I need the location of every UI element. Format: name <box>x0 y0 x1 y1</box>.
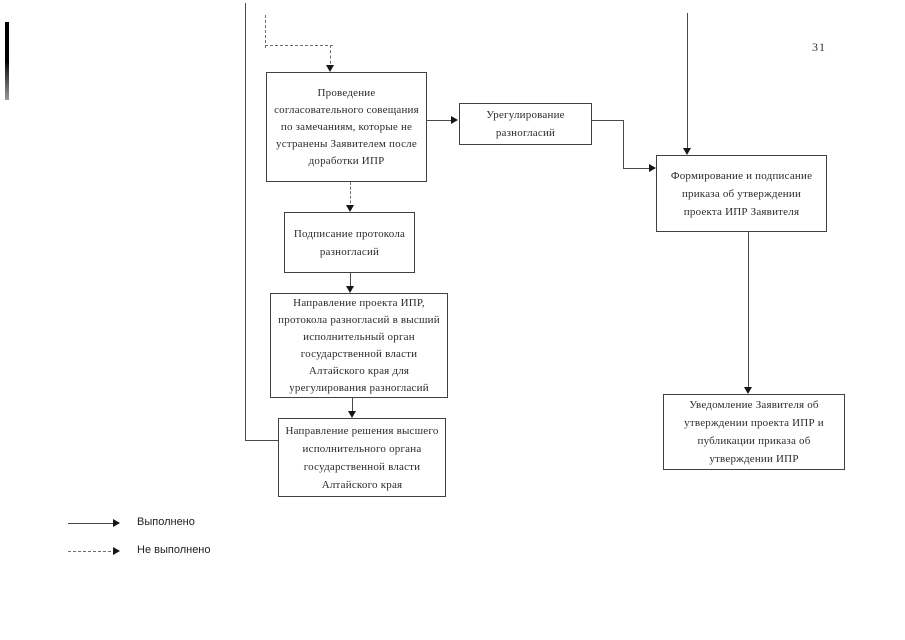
scan-artifact-mark <box>5 22 9 100</box>
connector-uregulirovanie-out-horizontal <box>592 120 623 121</box>
legend-label-done: Выполнено <box>137 516 195 528</box>
connector-into-formirovanie-horizontal <box>623 168 650 169</box>
flow-box-uvedomlenie-zayavitelya: Уведомление Заявителя об утверждении про… <box>663 394 845 470</box>
connector-dashed-into-box1 <box>330 45 331 69</box>
arrowhead-into-formirovanie-left <box>649 164 656 172</box>
legend-dashed-line-sample <box>68 551 116 552</box>
flow-box-provedenie-soveshchaniya: Проведение согласовательного совещания п… <box>266 72 427 182</box>
connector-left-return-horizontal <box>245 440 278 441</box>
connector-top-into-formirovanie <box>687 13 688 148</box>
arrowhead-into-napravlenie-resheniya <box>348 411 356 418</box>
arrowhead-into-uregulirovanie <box>451 116 458 124</box>
flow-box-napravlenie-resheniya: Направление решения высшего исполнительн… <box>278 418 446 497</box>
connector-dashed-from-top-vertical <box>265 15 266 48</box>
arrowhead-into-formirovanie-top <box>683 148 691 155</box>
arrowhead-into-box1 <box>326 65 334 72</box>
flow-box-formirovanie-prikaza: Формирование и подписание приказа об утв… <box>656 155 827 232</box>
legend-dashed-arrowhead <box>113 547 120 555</box>
flow-box-napravlenie-proekta-ipr: Направление проекта ИПР, протокола разно… <box>270 293 448 398</box>
connector-box1-to-podpisanie-dashed <box>350 182 351 208</box>
page-number: 31 <box>812 40 826 54</box>
legend-label-not-done: Не выполнено <box>137 544 211 556</box>
flow-box-podpisanie-protokola: Подписание протокола разногласий <box>284 212 415 273</box>
arrowhead-into-napravlenie-proekta <box>346 286 354 293</box>
connector-uregulirovanie-elbow-vertical <box>623 120 624 168</box>
connector-dashed-from-top-horizontal <box>265 45 333 46</box>
legend-solid-arrowhead <box>113 519 120 527</box>
connector-napravlenie-proekta-to-resheniya <box>352 398 353 411</box>
connector-formirovanie-to-uvedomlenie <box>748 232 749 387</box>
arrowhead-into-podpisanie <box>346 205 354 212</box>
connector-box1-to-uregulirovanie <box>427 120 452 121</box>
arrowhead-into-uvedomlenie <box>744 387 752 394</box>
legend-solid-line-sample <box>68 523 113 524</box>
connector-left-return-vertical <box>245 3 246 440</box>
flow-box-uregulirovanie-raznoglasiy: Урегулирование разногласий <box>459 103 592 145</box>
connector-podpisanie-to-napravlenie-proekta <box>350 273 351 286</box>
